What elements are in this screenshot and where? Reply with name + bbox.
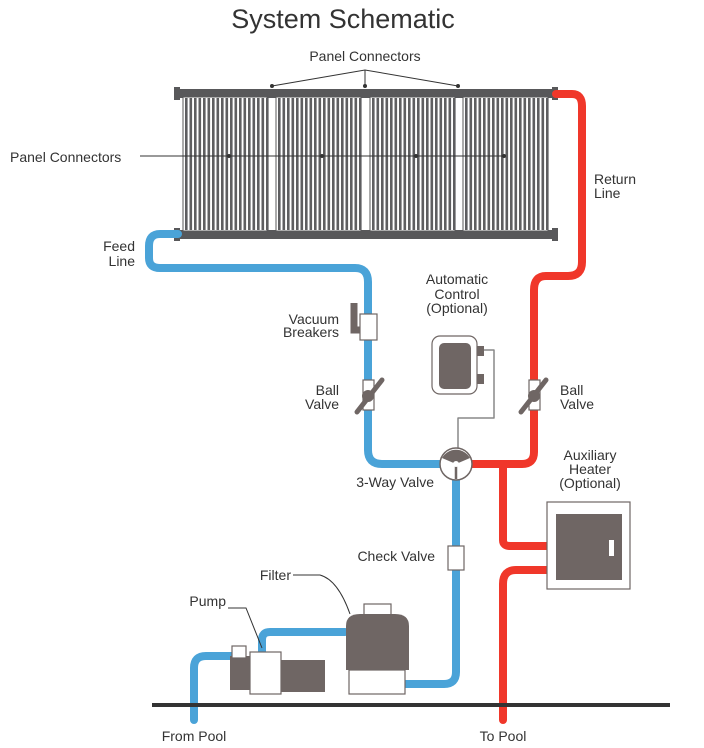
label-to-pool: To Pool <box>480 728 527 744</box>
solar-panel <box>369 96 456 232</box>
bottom-header-pipe <box>178 230 556 239</box>
auxiliary-heater-unit <box>546 501 631 590</box>
label-feed-line-1: Feed <box>103 238 135 254</box>
label-panel-connectors-top: Panel Connectors <box>309 48 420 64</box>
vacuum-breaker <box>350 303 378 341</box>
from-pool-pipe <box>190 652 244 724</box>
label-ball-valve-left-2: Valve <box>305 396 339 412</box>
label-return-line-1: Return <box>594 171 636 187</box>
three-way-valve-icon <box>439 447 473 481</box>
filter-unit <box>346 603 409 695</box>
solar-panel <box>275 96 362 232</box>
to-pool-pipe <box>499 566 552 724</box>
label-panel-connectors-left: Panel Connectors <box>10 149 121 165</box>
label-vacuum-breakers-2: Breakers <box>283 324 339 340</box>
label-auxiliary-heater-1: Auxiliary <box>564 447 617 463</box>
ground-line <box>152 703 670 707</box>
label-ball-valve-right-2: Valve <box>560 396 594 412</box>
valve-to-heater-pipe <box>499 460 552 550</box>
connector-dots <box>227 84 506 158</box>
diagram-title: System Schematic <box>231 4 455 34</box>
label-check-valve: Check Valve <box>357 548 435 564</box>
ball-valve-right-icon <box>518 377 549 415</box>
label-three-way-valve: 3-Way Valve <box>356 474 434 490</box>
label-vacuum-breakers-1: Vacuum <box>289 311 339 327</box>
solar-panel <box>182 96 269 232</box>
label-ball-valve-left-1: Ball <box>316 382 339 398</box>
label-pump: Pump <box>189 593 226 609</box>
ball-valve-left-icon <box>354 377 385 415</box>
label-from-pool: From Pool <box>162 728 227 744</box>
control-wire <box>457 349 495 449</box>
filter-to-valve-pipe <box>401 460 460 688</box>
label-feed-line-2: Line <box>109 253 136 269</box>
feed-line-pipe <box>145 230 460 468</box>
check-valve-icon <box>447 545 465 571</box>
label-automatic-control-3: (Optional) <box>426 300 487 316</box>
top-header-pipe <box>178 89 556 98</box>
pump-unit <box>230 645 325 695</box>
panel-tubes <box>182 96 549 232</box>
label-automatic-control-1: Automatic <box>426 271 488 287</box>
label-return-line-2: Line <box>594 185 621 201</box>
label-automatic-control-2: Control <box>434 286 479 302</box>
automatic-control-unit <box>431 335 484 395</box>
label-ball-valve-right-1: Ball <box>560 382 583 398</box>
label-auxiliary-heater-2: Heater <box>569 461 611 477</box>
pump-to-filter-pipe <box>258 628 349 656</box>
label-filter: Filter <box>260 567 291 583</box>
label-auxiliary-heater-3: (Optional) <box>559 475 620 491</box>
return-line-pipe <box>452 90 586 468</box>
solar-panel <box>462 96 549 232</box>
solar-panel-array <box>174 87 558 241</box>
